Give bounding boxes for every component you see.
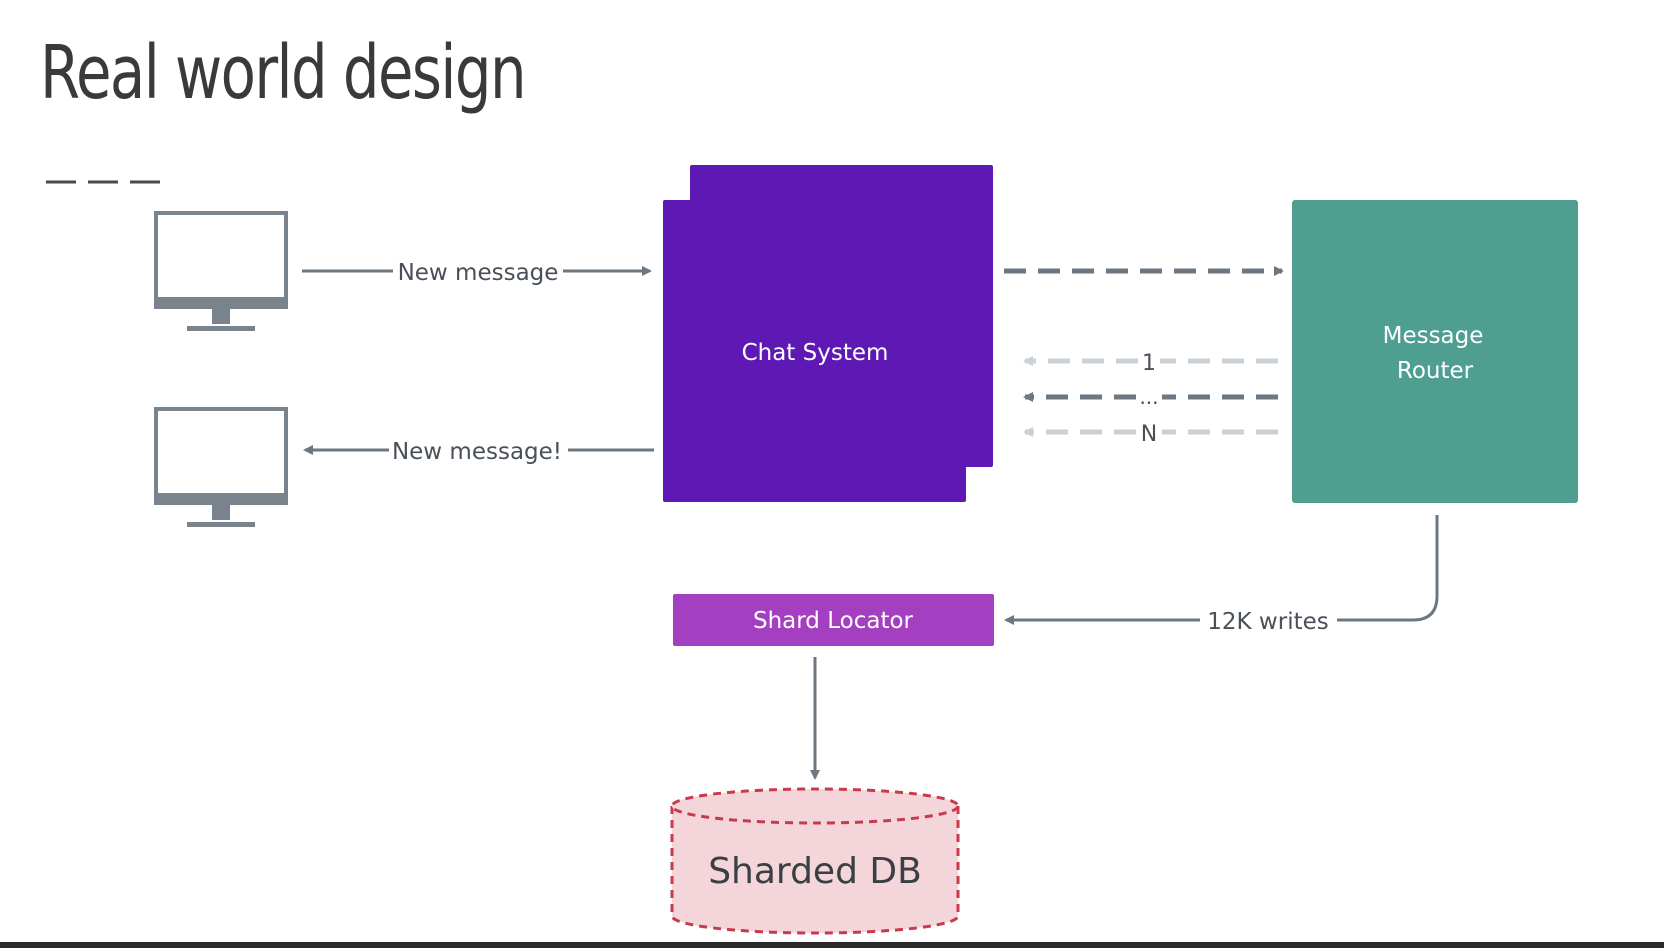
edge-writes: 12K writes <box>1004 515 1439 635</box>
edge-label-ellipsis: ... <box>1139 385 1158 409</box>
message-router-label-line2: Router <box>1397 358 1474 384</box>
edge-label-new-message: New message <box>398 260 559 286</box>
monitor-icon <box>154 211 288 331</box>
edge-return-1: 1 <box>1023 351 1278 376</box>
message-router-node: Message Router <box>1292 200 1578 503</box>
chat-system-node: Chat System <box>663 165 993 502</box>
chat-system-label: Chat System <box>742 340 889 366</box>
monitor-icon <box>154 407 288 527</box>
shard-locator-node: Shard Locator <box>673 594 994 646</box>
sharded-db-node: Sharded DB <box>670 787 960 935</box>
message-router-label-line1: Message <box>1383 323 1484 349</box>
edge-return-n: N <box>1023 422 1278 447</box>
edge-return-ellipsis: ... <box>1023 385 1278 409</box>
edge-new-message-out: New message! <box>303 439 654 465</box>
slide-title: Real world design <box>40 30 527 116</box>
edge-label-n: N <box>1141 422 1157 447</box>
sharded-db-label: Sharded DB <box>708 851 922 892</box>
edge-label-new-message-out: New message! <box>392 439 562 465</box>
bottom-rule <box>0 942 1664 948</box>
edge-label-1: 1 <box>1142 351 1156 376</box>
edge-new-message-in: New message <box>302 260 652 286</box>
edge-label-writes: 12K writes <box>1207 609 1328 635</box>
shard-locator-label: Shard Locator <box>753 608 914 634</box>
